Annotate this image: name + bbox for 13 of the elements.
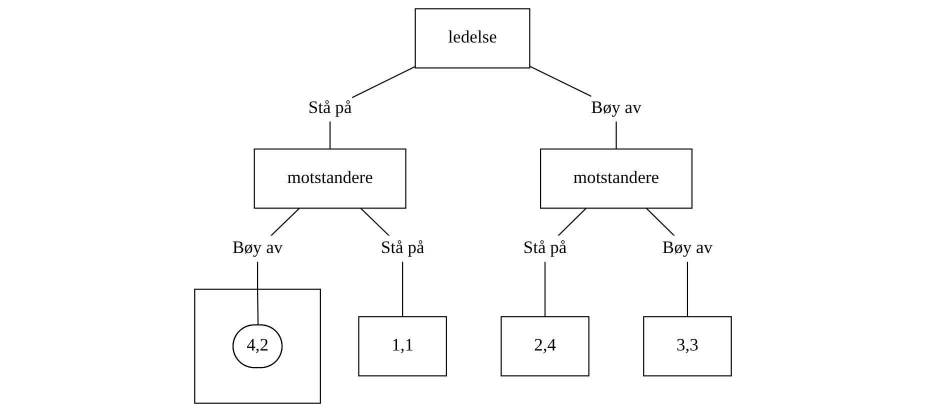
node-box: 1,1: [358, 316, 447, 376]
node-box: 3,3: [643, 316, 732, 376]
cluster: [194, 288, 321, 404]
edge-label: Bøy av: [591, 98, 642, 118]
node-box: motstandere: [540, 148, 693, 209]
node-box: ledelse: [414, 8, 530, 68]
edge-label: Stå på: [523, 238, 567, 258]
edge-label: Stå på: [380, 238, 424, 258]
node-box: motstandere: [254, 148, 406, 209]
edge-label: Bøy av: [662, 238, 713, 258]
edge-label: Bøy av: [232, 238, 283, 258]
node-box: 2,4: [500, 316, 590, 376]
edge-label: Stå på: [308, 98, 352, 118]
